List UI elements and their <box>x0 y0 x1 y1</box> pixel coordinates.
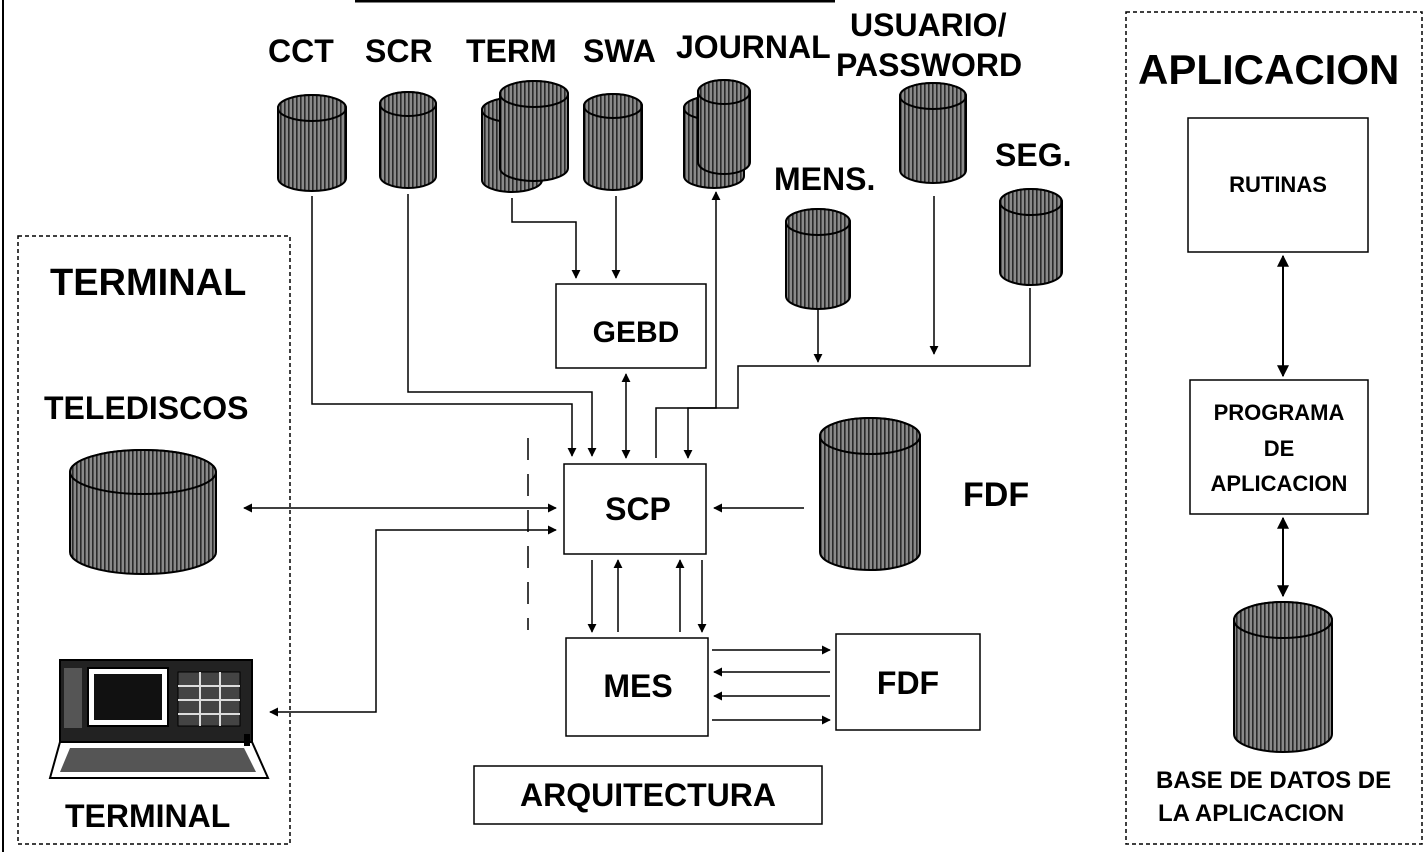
terminal-scp-arrow <box>270 530 556 712</box>
terminal-panel-title: TERMINAL <box>50 262 246 304</box>
aplicacion-title: APLICACION <box>1138 46 1399 93</box>
term-database-icon <box>482 81 568 192</box>
scr-database-icon <box>380 92 436 188</box>
arquitectura-label: ARQUITECTURA <box>520 777 776 813</box>
fdf-box-label: FDF <box>877 665 939 701</box>
fdf-disk-label: FDF <box>963 476 1029 514</box>
terminal-caption: TERMINAL <box>65 798 230 834</box>
usuario-label-2: PASSWORD <box>836 47 1022 83</box>
swa-label: SWA <box>583 33 656 69</box>
telediscos-database-icon <box>70 450 216 574</box>
gebd-label: GEBD <box>593 316 680 349</box>
seg-label: SEG. <box>995 137 1071 173</box>
mens-database-icon <box>786 209 850 309</box>
base-de-datos-database-icon <box>1234 602 1332 752</box>
programa-label-3: APLICACION <box>1211 471 1348 496</box>
computer-terminal-icon <box>50 660 268 778</box>
cct-database-icon <box>278 95 346 191</box>
fdf-database-icon <box>820 418 920 570</box>
journal-database-icon <box>684 80 750 188</box>
term-label: TERM <box>466 33 557 69</box>
base-datos-label-1: BASE DE DATOS DE <box>1156 767 1391 794</box>
scp-label: SCP <box>605 491 671 527</box>
usuario-database-icon <box>900 83 966 183</box>
swa-database-icon <box>584 94 642 190</box>
base-datos-label-2: LA APLICACION <box>1158 800 1344 827</box>
term-gebd-arrow <box>512 198 576 278</box>
mes-label: MES <box>603 668 672 704</box>
telediscos-label: TELEDISCOS <box>44 390 248 426</box>
cct-label: CCT <box>268 33 334 69</box>
rutinas-label: RUTINAS <box>1229 172 1327 197</box>
cct-scp-arrow <box>312 196 572 456</box>
programa-label-2: DE <box>1264 436 1295 461</box>
seg-database-icon <box>1000 189 1062 285</box>
scr-label: SCR <box>365 33 433 69</box>
mens-label: MENS. <box>774 161 875 197</box>
journal-label: JOURNAL <box>676 29 831 65</box>
programa-label-1: PROGRAMA <box>1214 400 1345 425</box>
usuario-label-1: USUARIO/ <box>850 7 1007 43</box>
